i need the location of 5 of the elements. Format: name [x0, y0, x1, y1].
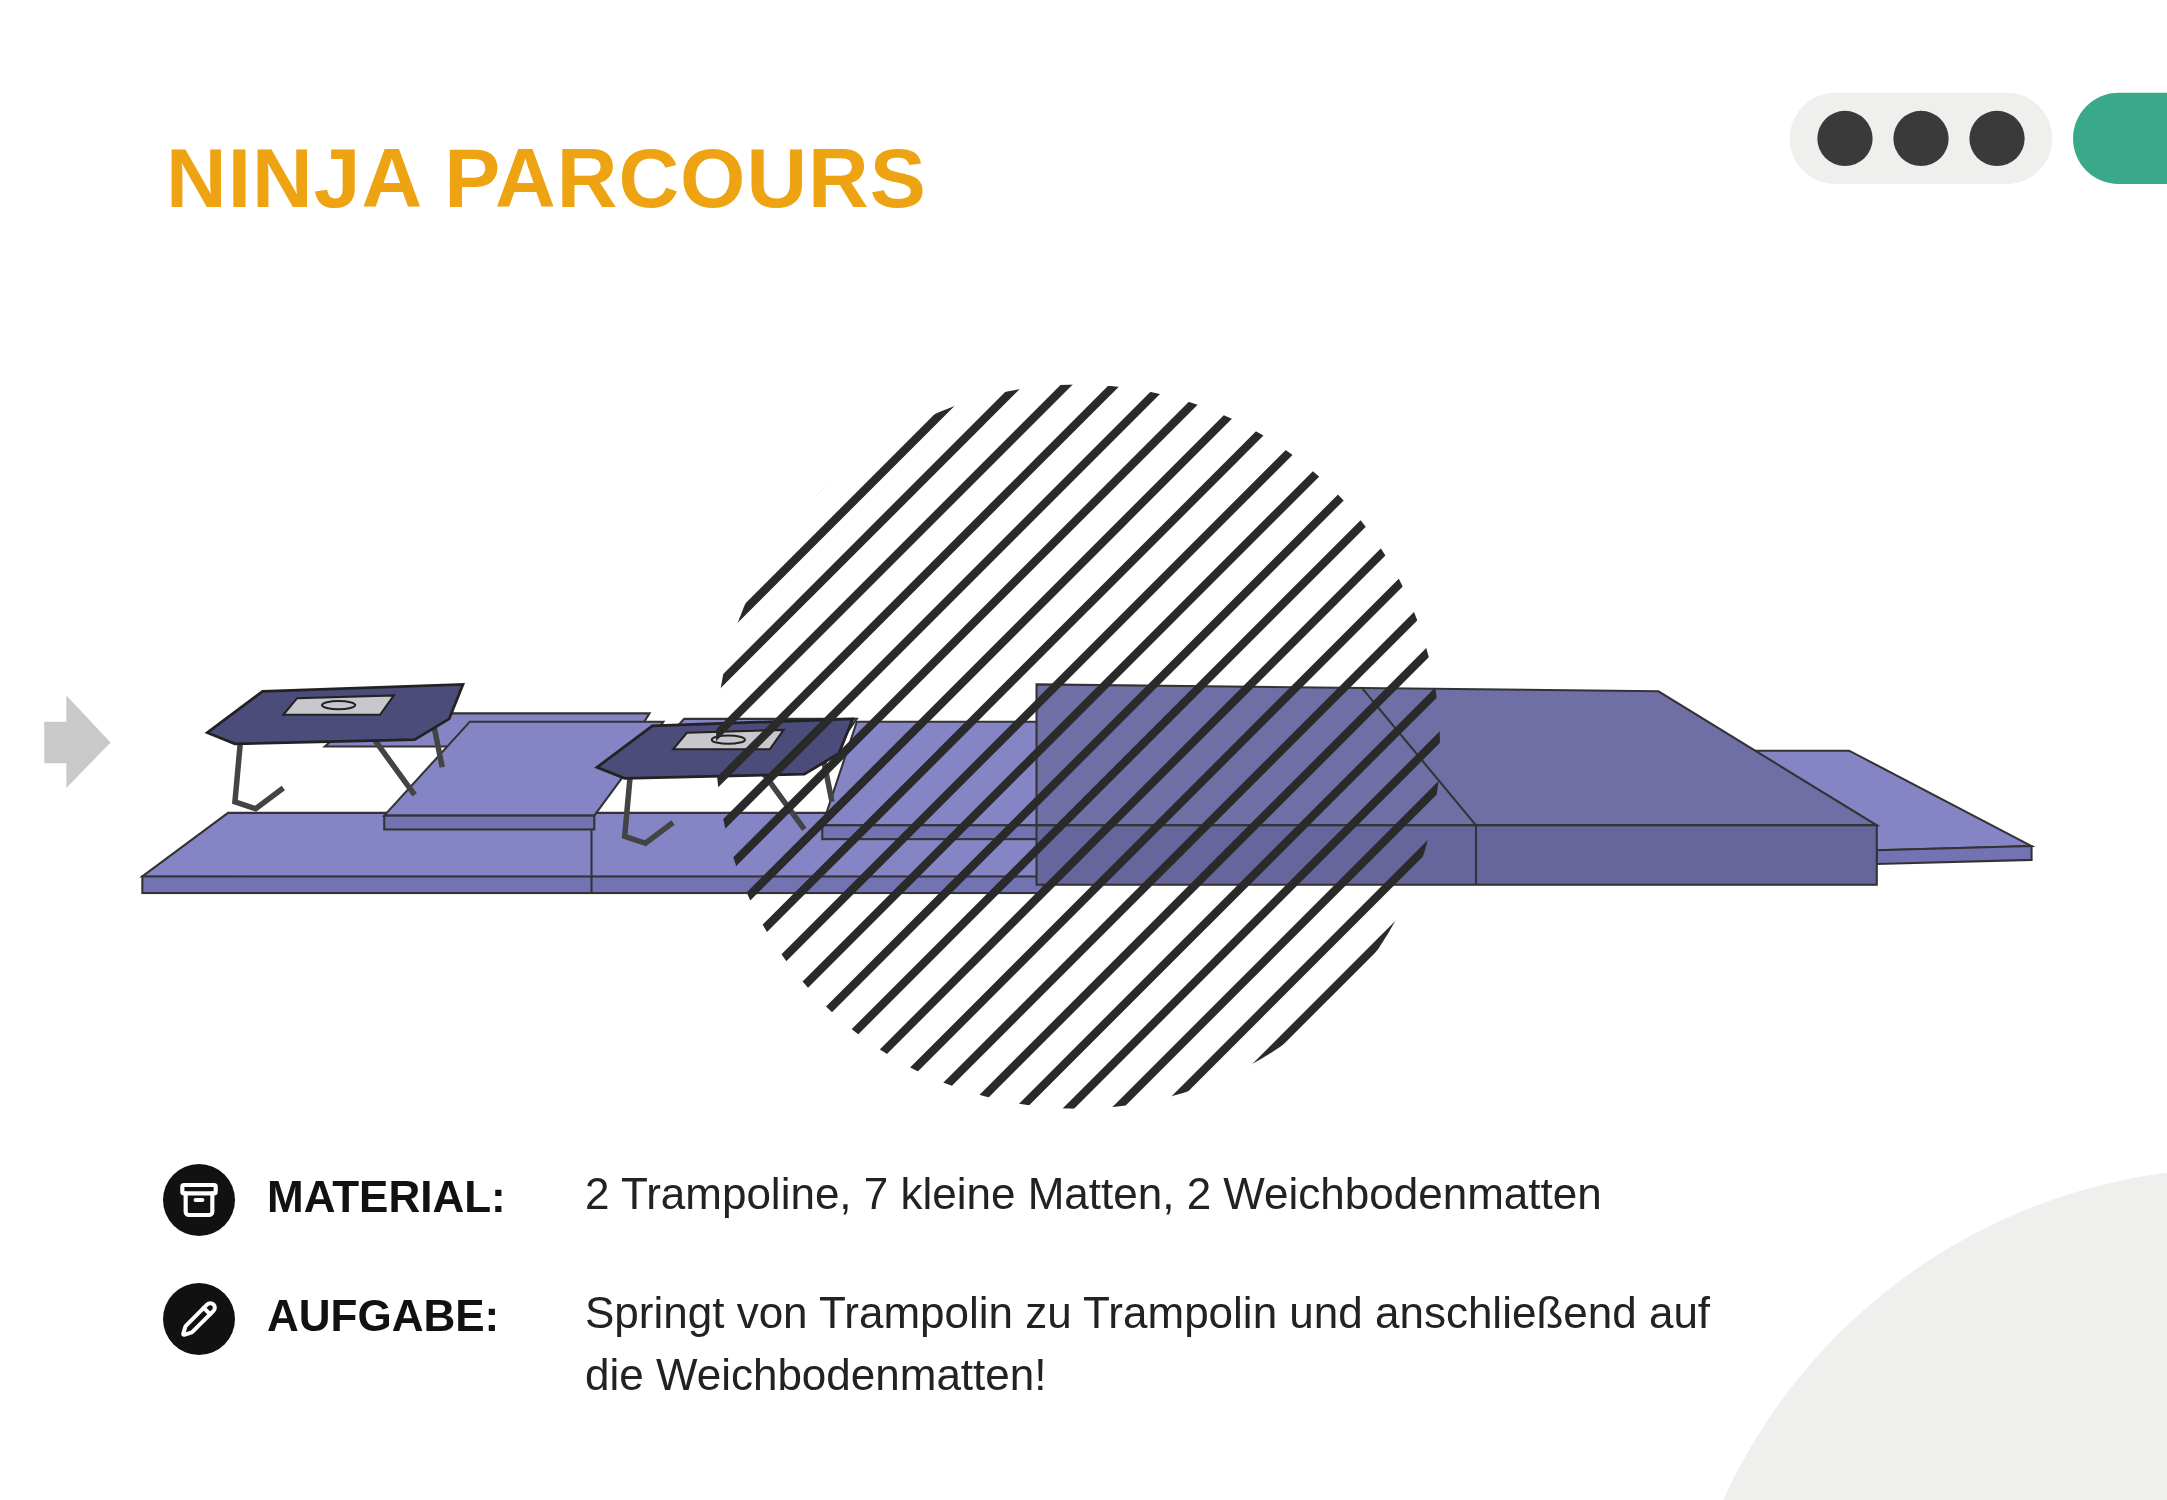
title: NINJA PARCOURS: [166, 130, 927, 227]
material-label: MATERIAL:: [267, 1172, 506, 1222]
task-label: AUFGABE:: [267, 1291, 500, 1341]
task-text: Springt von Trampolin zu Trampolin und anschließend auf die Weichbodenmatten!: [585, 1287, 1712, 1401]
material-text: 2 Trampoline, 7 kleine Matten, 2 Weichbodenmatten: [585, 1168, 1603, 1220]
